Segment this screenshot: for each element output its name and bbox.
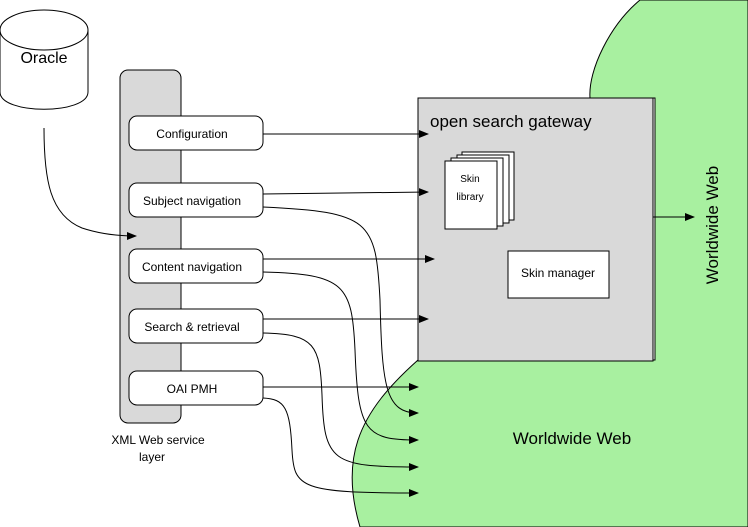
- service-content-navigation: Content navigation: [128, 248, 264, 284]
- skin-library-label-line1: Skin: [460, 174, 479, 185]
- arrow-subject-to-web: [262, 206, 419, 417]
- arrow-subject-to-gateway: [262, 188, 429, 197]
- oracle-database: Oracle: [0, 9, 89, 110]
- arrow-oai-to-web-2: [262, 397, 419, 497]
- worldwide-web-bottom-label: Worldwide Web: [513, 429, 631, 448]
- worldwide-web-region: [351, 0, 748, 527]
- service-layer-caption-line2: layer: [139, 450, 165, 464]
- service-oai-pmh: OAI PMH: [128, 370, 264, 406]
- service-search-retrieval-label: Search & retrieval: [144, 320, 239, 334]
- service-search-retrieval: Search & retrieval: [128, 308, 264, 344]
- oracle-label: Oracle: [20, 50, 67, 67]
- gateway-title: open search gateway: [430, 112, 592, 131]
- service-oai-pmh-label: OAI PMH: [167, 382, 218, 396]
- arrow-content-to-web: [262, 271, 419, 444]
- service-subject-navigation-label: Subject navigation: [143, 194, 241, 208]
- service-configuration: Configuration: [128, 115, 264, 151]
- skin-manager: Skin manager: [507, 250, 610, 299]
- skin-library-label-line2: library: [456, 192, 483, 203]
- skin-library: Skin library: [444, 151, 515, 230]
- skin-manager-label: Skin manager: [521, 266, 595, 280]
- arrow-search-to-web: [262, 332, 419, 471]
- service-content-navigation-label: Content navigation: [142, 260, 242, 274]
- service-configuration-label: Configuration: [156, 127, 227, 141]
- arrow-oracle-to-layer: [43, 127, 137, 240]
- connectors: [43, 127, 695, 497]
- service-layer-caption-line1: XML Web service: [111, 433, 205, 447]
- worldwide-web-vertical-label: Worldwide Web: [703, 166, 722, 284]
- service-subject-navigation: Subject navigation: [128, 182, 264, 218]
